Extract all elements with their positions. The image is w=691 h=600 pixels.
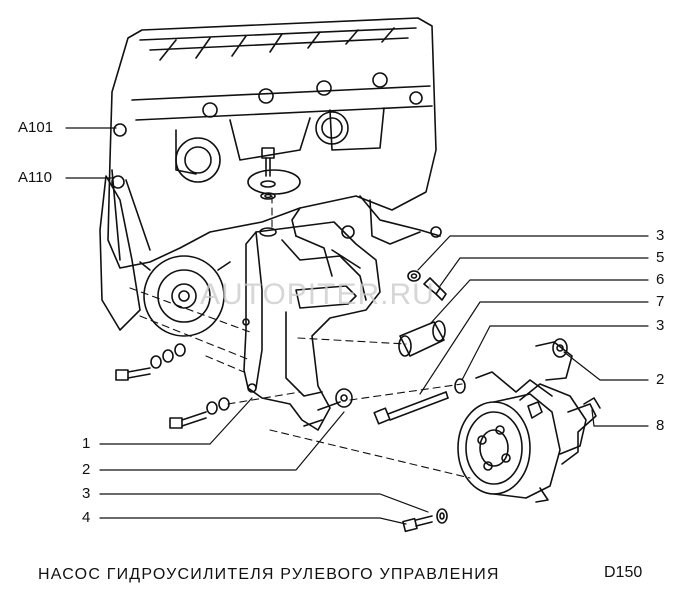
callout-2-left: 2 [82, 461, 91, 478]
power-steering-pump [457, 341, 601, 503]
callout-7: 7 [656, 293, 665, 310]
engine-block [107, 17, 442, 269]
spacer-sleeve [398, 320, 446, 357]
callout-1: 1 [82, 435, 91, 452]
washers-nut-right [335, 270, 568, 408]
left-bolts [115, 343, 230, 429]
callout-8: 8 [656, 417, 665, 434]
upper-bolt-stack [247, 147, 301, 237]
callout-3-left: 3 [82, 485, 91, 502]
dashed-alignment-lines [129, 195, 471, 479]
callout-6: 6 [656, 271, 665, 288]
leader-lines [65, 127, 649, 525]
bottom-bolt [402, 508, 448, 533]
watermark: AUTOPITER.RU [200, 278, 435, 311]
pump-bracket [242, 221, 381, 431]
long-bolt [373, 391, 449, 425]
ref-label-a110: A110 [18, 169, 52, 186]
callout-5: 5 [656, 249, 665, 266]
ref-label-a101: A101 [18, 119, 54, 136]
callout-2-right: 2 [656, 371, 665, 388]
callout-3-right-top: 3 [656, 227, 665, 244]
front-pulley [99, 175, 231, 337]
diagram-caption: НАСОС ГИДРОУСИЛИТЕЛЯ РУЛЕВОГО УПРАВЛЕНИЯ [38, 566, 500, 583]
callout-3-right-mid: 3 [656, 317, 665, 334]
diagram-code: D150 [604, 564, 643, 581]
callout-4: 4 [82, 509, 91, 526]
